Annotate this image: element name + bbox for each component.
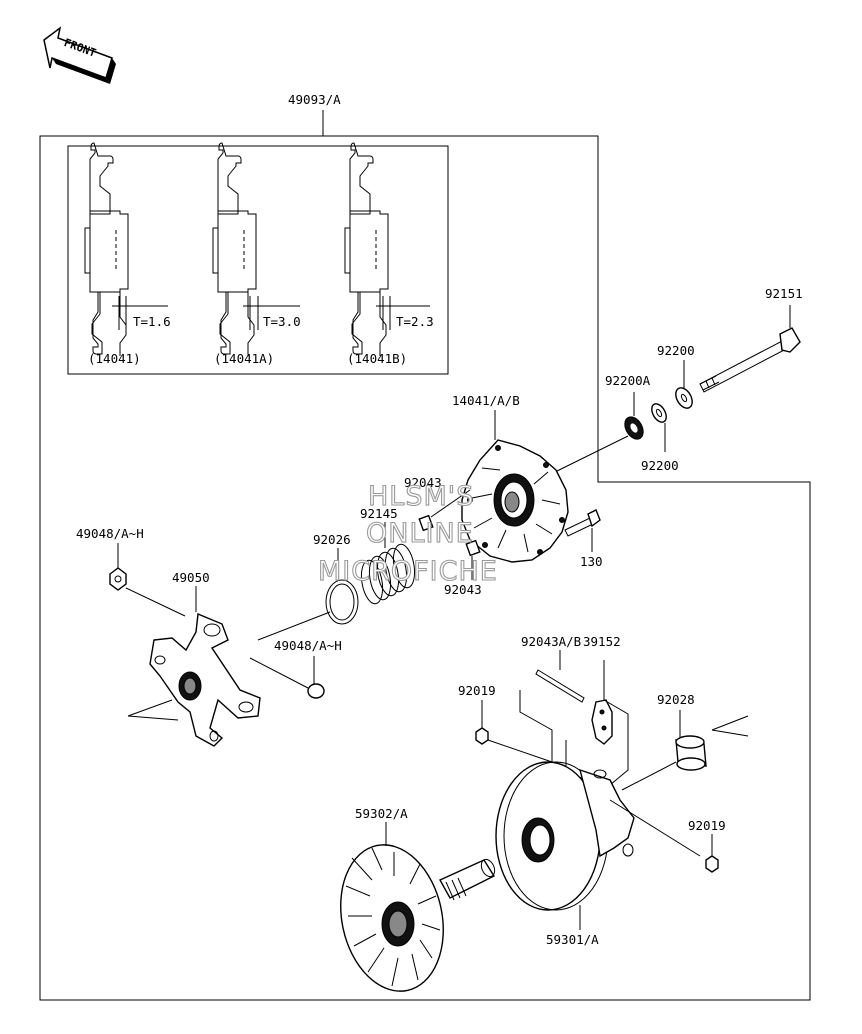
- spider-49050: [149, 612, 261, 747]
- watermark-line-3: MICROFICHE: [318, 556, 498, 587]
- shim-part-2: (14041A): [214, 351, 274, 366]
- bushing-92028: [675, 735, 707, 771]
- nut-92019-right: [705, 855, 719, 873]
- callout-bolt-130: 130: [580, 554, 603, 569]
- ring-92026: [325, 579, 359, 625]
- callout-pin-ab: 92043A/B: [521, 634, 581, 649]
- shim-14041b: [344, 142, 389, 357]
- watermark-line-2: ONLINE: [366, 518, 474, 549]
- washer-92200-bottom: [651, 403, 667, 423]
- callout-bushing: 92028: [657, 692, 695, 707]
- fixed-sheave-59302: [340, 844, 496, 992]
- shim-14041: [84, 142, 129, 357]
- shim-thickness-3: T=2.3: [396, 314, 434, 329]
- assembly-frame: [39, 135, 811, 1001]
- callout-nut-mid: 49048/A~H: [274, 638, 342, 653]
- callout-weight-pin-bottom: 92043: [444, 582, 482, 597]
- nut-49048-top-left: [109, 567, 127, 591]
- callout-movable-sheave: 59301/A: [546, 932, 599, 947]
- watermark-line-1: HLSM'S: [368, 481, 474, 512]
- callout-weight-pin-top: 92043: [404, 475, 442, 490]
- shim-thickness-1: T=1.6: [133, 314, 171, 329]
- callout-washer-a: 92200A: [605, 373, 651, 388]
- callout-weight: 39152: [583, 634, 621, 649]
- callout-spring: 92145: [360, 506, 398, 521]
- callout-nut-top-left: 49048/A~H: [76, 526, 144, 541]
- washer-92200a: [624, 416, 644, 440]
- shim-part-1: (14041): [88, 351, 141, 366]
- callout-bolt: 92151: [765, 286, 803, 301]
- callout-nut-left: 92019: [458, 683, 496, 698]
- callout-nut-right: 92019: [688, 818, 726, 833]
- bolt-92151: [699, 327, 801, 393]
- front-arrow-icon: FRONT: [43, 26, 116, 84]
- cover-14041: [461, 439, 569, 563]
- shim-part-3: (14041B): [347, 351, 407, 366]
- pin-92043ab: [535, 650, 585, 703]
- movable-sheave-59301: [495, 761, 635, 911]
- shim-thickness-2: T=3.0: [263, 314, 301, 329]
- callout-spider: 49050: [172, 570, 210, 585]
- bolt-130: [564, 509, 601, 537]
- callout-washer-top: 92200: [657, 343, 695, 358]
- nut-92019-left: [475, 727, 489, 745]
- shim-inset-box: [67, 145, 449, 375]
- callout-ring: 92026: [313, 532, 351, 547]
- callout-assembly: 49093/A: [288, 92, 341, 107]
- weight-pin-92043-top: [418, 514, 434, 532]
- nut-49048-mid: [307, 683, 325, 699]
- spring-92145: [360, 543, 416, 605]
- washer-92200-top: [675, 387, 693, 409]
- callout-washer-bottom: 92200: [641, 458, 679, 473]
- weight-pin-92043-bottom: [465, 539, 481, 557]
- weight-39152: [591, 699, 613, 745]
- callout-fixed-sheave: 59302/A: [355, 806, 408, 821]
- callout-cover: 14041/A/B: [452, 393, 520, 408]
- watermark: HLSM'S ONLINE MICROFICHE: [317, 480, 498, 587]
